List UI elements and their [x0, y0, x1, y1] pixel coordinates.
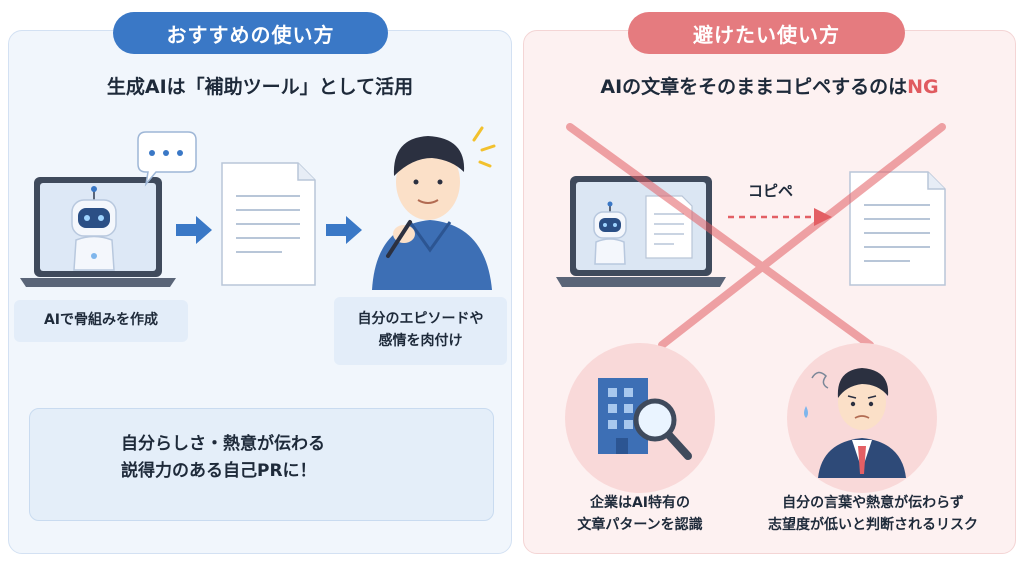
copy-paste-label: コピペ: [748, 182, 794, 200]
person-thinking-icon: [372, 126, 496, 290]
result-box: [29, 408, 494, 521]
avoid-heading: AIの文章をそのままコピペするのはNG: [523, 72, 1016, 99]
arrow-right-icon: [176, 216, 212, 244]
arrow-right-icon: [326, 216, 362, 244]
company-caption: 企業はAI特有の 文章パターンを認識: [577, 495, 703, 533]
risk-caption: 自分の言葉や熱意が伝わらず 志望度が低いと判断されるリスク: [768, 495, 978, 533]
copied-document-icon: [849, 171, 946, 286]
result-text: 自分らしさ・熱意が伝わる 説得力のある自己PRに！: [121, 434, 325, 482]
laptop-robot-icon: [20, 177, 176, 287]
step1-label: AIで骨組みを作成: [14, 300, 188, 342]
document-icon: [221, 162, 316, 286]
worried-person-icon: [804, 368, 906, 478]
avoid-heading-text: AIの文章をそのままコピペするのは: [600, 76, 908, 98]
avoid-title-pill: 避けたい使い方: [628, 12, 905, 54]
cross-out-icon: [566, 123, 946, 349]
recommended-heading: 生成AIは「補助ツール」として活用: [106, 76, 414, 98]
recommended-title-pill: おすすめの使い方: [113, 12, 388, 54]
laptop-ai-text-icon: [556, 176, 726, 287]
speech-bubble-icon: [137, 131, 197, 187]
step3-label: 自分のエピソードや 感情を肉付け: [334, 297, 507, 365]
building-magnifier-icon: [598, 378, 692, 460]
ng-mark: NG: [907, 76, 939, 98]
